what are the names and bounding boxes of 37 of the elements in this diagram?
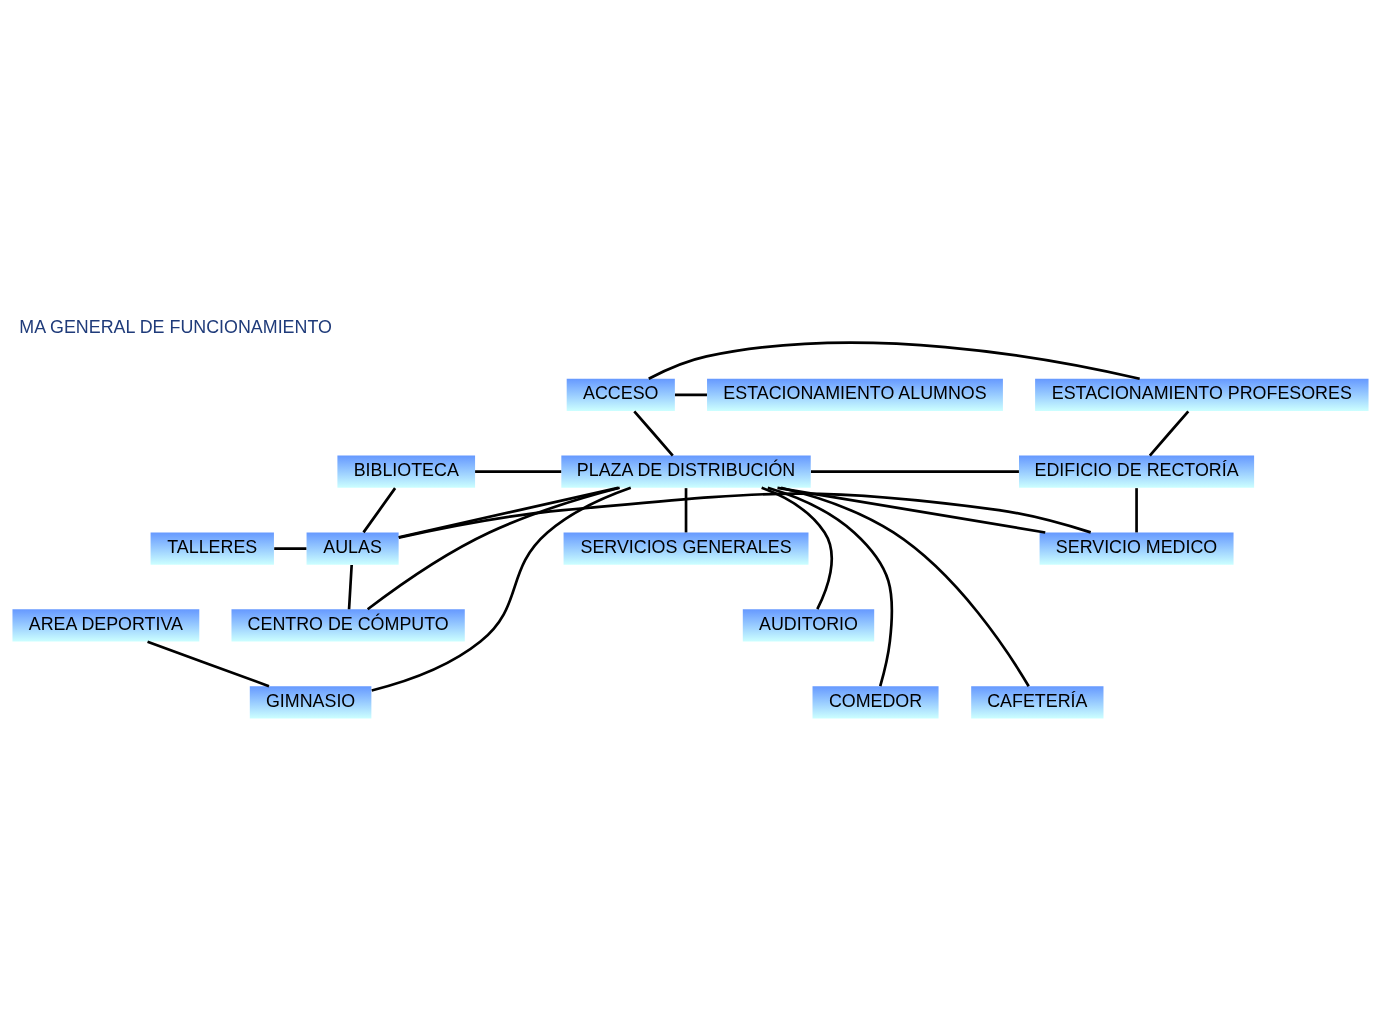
connector <box>780 486 1030 687</box>
connector <box>362 486 397 533</box>
node-box: EDIFICIO DE RECTORÍA <box>1019 455 1255 488</box>
connector <box>274 546 307 550</box>
node-box: BIBLIOTECA <box>337 455 476 488</box>
node-box: COMEDOR <box>812 685 939 718</box>
connector <box>366 486 620 610</box>
node-box: SERVICIO MEDICO <box>1039 532 1234 565</box>
node-box: SERVICIOS GENERALES <box>563 532 809 565</box>
node-box: GIMNASIO <box>249 685 372 718</box>
connector <box>347 564 353 609</box>
connector <box>648 340 1140 380</box>
node-box: AREA DEPORTIVA <box>12 608 200 642</box>
connector <box>633 409 674 456</box>
connector <box>147 639 270 687</box>
connector <box>1148 409 1190 456</box>
connector <box>675 393 707 396</box>
connector <box>761 486 834 610</box>
connector <box>371 486 632 692</box>
connector <box>767 486 894 686</box>
node-box: TALLERES <box>150 532 274 565</box>
connector <box>811 469 1019 473</box>
node-box: AUDITORIO <box>742 608 875 642</box>
connector <box>398 486 619 539</box>
node-box: PLAZA DE DISTRIBUCIÓN <box>561 455 811 488</box>
connector <box>398 491 1092 539</box>
node-box: CENTRO DE CÓMPUTO <box>231 608 465 642</box>
connector <box>1135 487 1138 532</box>
connector <box>475 469 562 473</box>
connector <box>777 486 1046 534</box>
node-box: AULAS <box>306 532 399 565</box>
node-box: ESTACIONAMIENTO ALUMNOS <box>707 378 1003 411</box>
connector <box>684 487 688 532</box>
node-box: ACCESO <box>566 378 675 411</box>
diagram-title: MA GENERAL DE FUNCIONAMIENTO <box>19 316 332 337</box>
node-box: ESTACIONAMIENTO PROFESORES <box>1035 378 1369 411</box>
node-box: CAFETERÍA <box>971 685 1104 718</box>
